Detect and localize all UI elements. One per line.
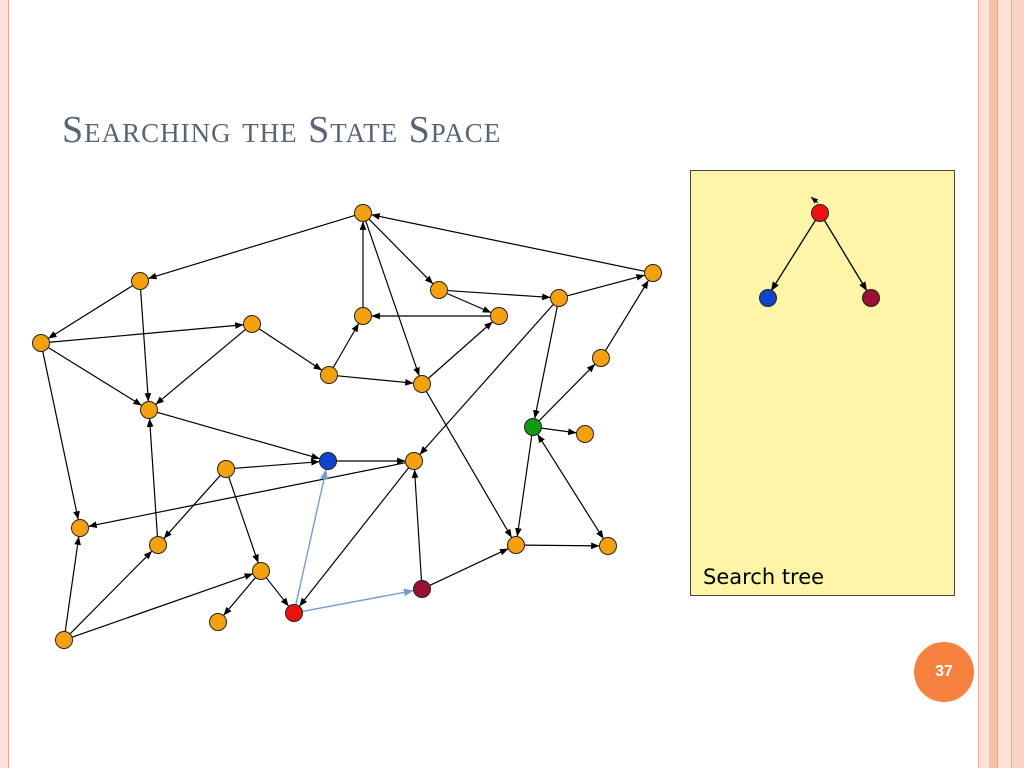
state-node — [354, 204, 372, 222]
state-node — [550, 289, 568, 307]
right-border-stripe — [978, 0, 989, 768]
graph-edge — [332, 323, 360, 368]
graph-edge — [47, 346, 143, 407]
state-node — [252, 562, 270, 580]
goal-node — [524, 418, 542, 436]
graph-edge — [524, 542, 600, 550]
graph-edge — [234, 458, 320, 469]
graph-edge — [146, 418, 159, 537]
left-border-decoration — [0, 0, 9, 768]
slide-title: Searching the State Space — [62, 109, 502, 151]
graph-edge — [411, 469, 423, 581]
state-node — [149, 536, 167, 554]
graph-edge — [155, 328, 246, 406]
tree-child-node — [862, 289, 880, 307]
graph-edge — [567, 274, 645, 297]
state-node — [131, 272, 149, 290]
graph-edge — [49, 322, 244, 343]
state-node — [243, 315, 261, 333]
graph-edge — [64, 536, 81, 632]
search-tree-panel: Search tree — [690, 170, 955, 596]
graph-edge — [157, 411, 320, 460]
state-node — [140, 401, 158, 419]
state-node — [413, 375, 431, 393]
graph-edge — [69, 550, 153, 635]
graph-edge — [258, 328, 323, 371]
graph-edge — [228, 476, 259, 564]
graph-edge — [88, 462, 406, 528]
graph-edge — [47, 285, 134, 339]
state-node — [320, 366, 338, 384]
right-border-stripe — [1011, 0, 1024, 768]
right-border-stripe — [989, 0, 997, 768]
tree-child-node — [759, 289, 777, 307]
state-node — [354, 307, 372, 325]
state-node — [599, 537, 617, 555]
graph-edge — [429, 548, 509, 586]
state-node — [592, 349, 610, 367]
state-node — [576, 425, 594, 443]
graph-edge — [337, 375, 414, 386]
explored-edge — [302, 588, 414, 613]
state-node — [71, 519, 89, 537]
graph-edge — [537, 433, 604, 540]
graph-edge — [419, 303, 554, 456]
state-node — [490, 307, 508, 325]
search-tree-label: Search tree — [703, 565, 825, 589]
graph-edge — [371, 213, 645, 272]
graph-edge — [265, 577, 290, 607]
tree-root-node — [811, 204, 829, 222]
graph-edge — [223, 577, 256, 616]
page-number-badge: 37 — [914, 642, 974, 702]
tree-edge-left — [770, 212, 821, 292]
graph-edge — [298, 467, 410, 607]
expanded-child-node — [319, 452, 337, 470]
state-node — [217, 460, 235, 478]
graph-edge — [147, 214, 356, 280]
graph-edge — [515, 435, 533, 537]
graph-edge — [368, 218, 434, 285]
graph-edge — [446, 292, 492, 314]
graph-edge — [42, 351, 80, 520]
graph-edge — [427, 321, 494, 379]
graph-edge — [71, 573, 254, 638]
graph-edge — [604, 279, 650, 352]
graph-edge — [365, 220, 420, 377]
start-node — [285, 604, 303, 622]
graph-edge — [541, 427, 577, 436]
state-node — [209, 613, 227, 631]
state-node — [644, 264, 662, 282]
state-node — [405, 452, 423, 470]
explored-edge — [295, 469, 328, 605]
search-tree-diagram — [759, 196, 880, 307]
graph-edge — [425, 391, 513, 538]
graph-edge — [163, 474, 221, 540]
graph-edge — [533, 306, 558, 419]
tree-edge-right — [819, 212, 868, 292]
state-node — [32, 334, 50, 352]
tree-root-pointer — [810, 196, 819, 204]
graph-edge — [139, 289, 152, 402]
state-node — [430, 281, 448, 299]
graph-edge — [538, 363, 596, 422]
expanded-child-node — [413, 580, 431, 598]
state-node — [507, 536, 525, 554]
right-border-stripe — [997, 0, 1012, 768]
state-node — [55, 631, 73, 649]
graph-edge — [447, 289, 551, 301]
